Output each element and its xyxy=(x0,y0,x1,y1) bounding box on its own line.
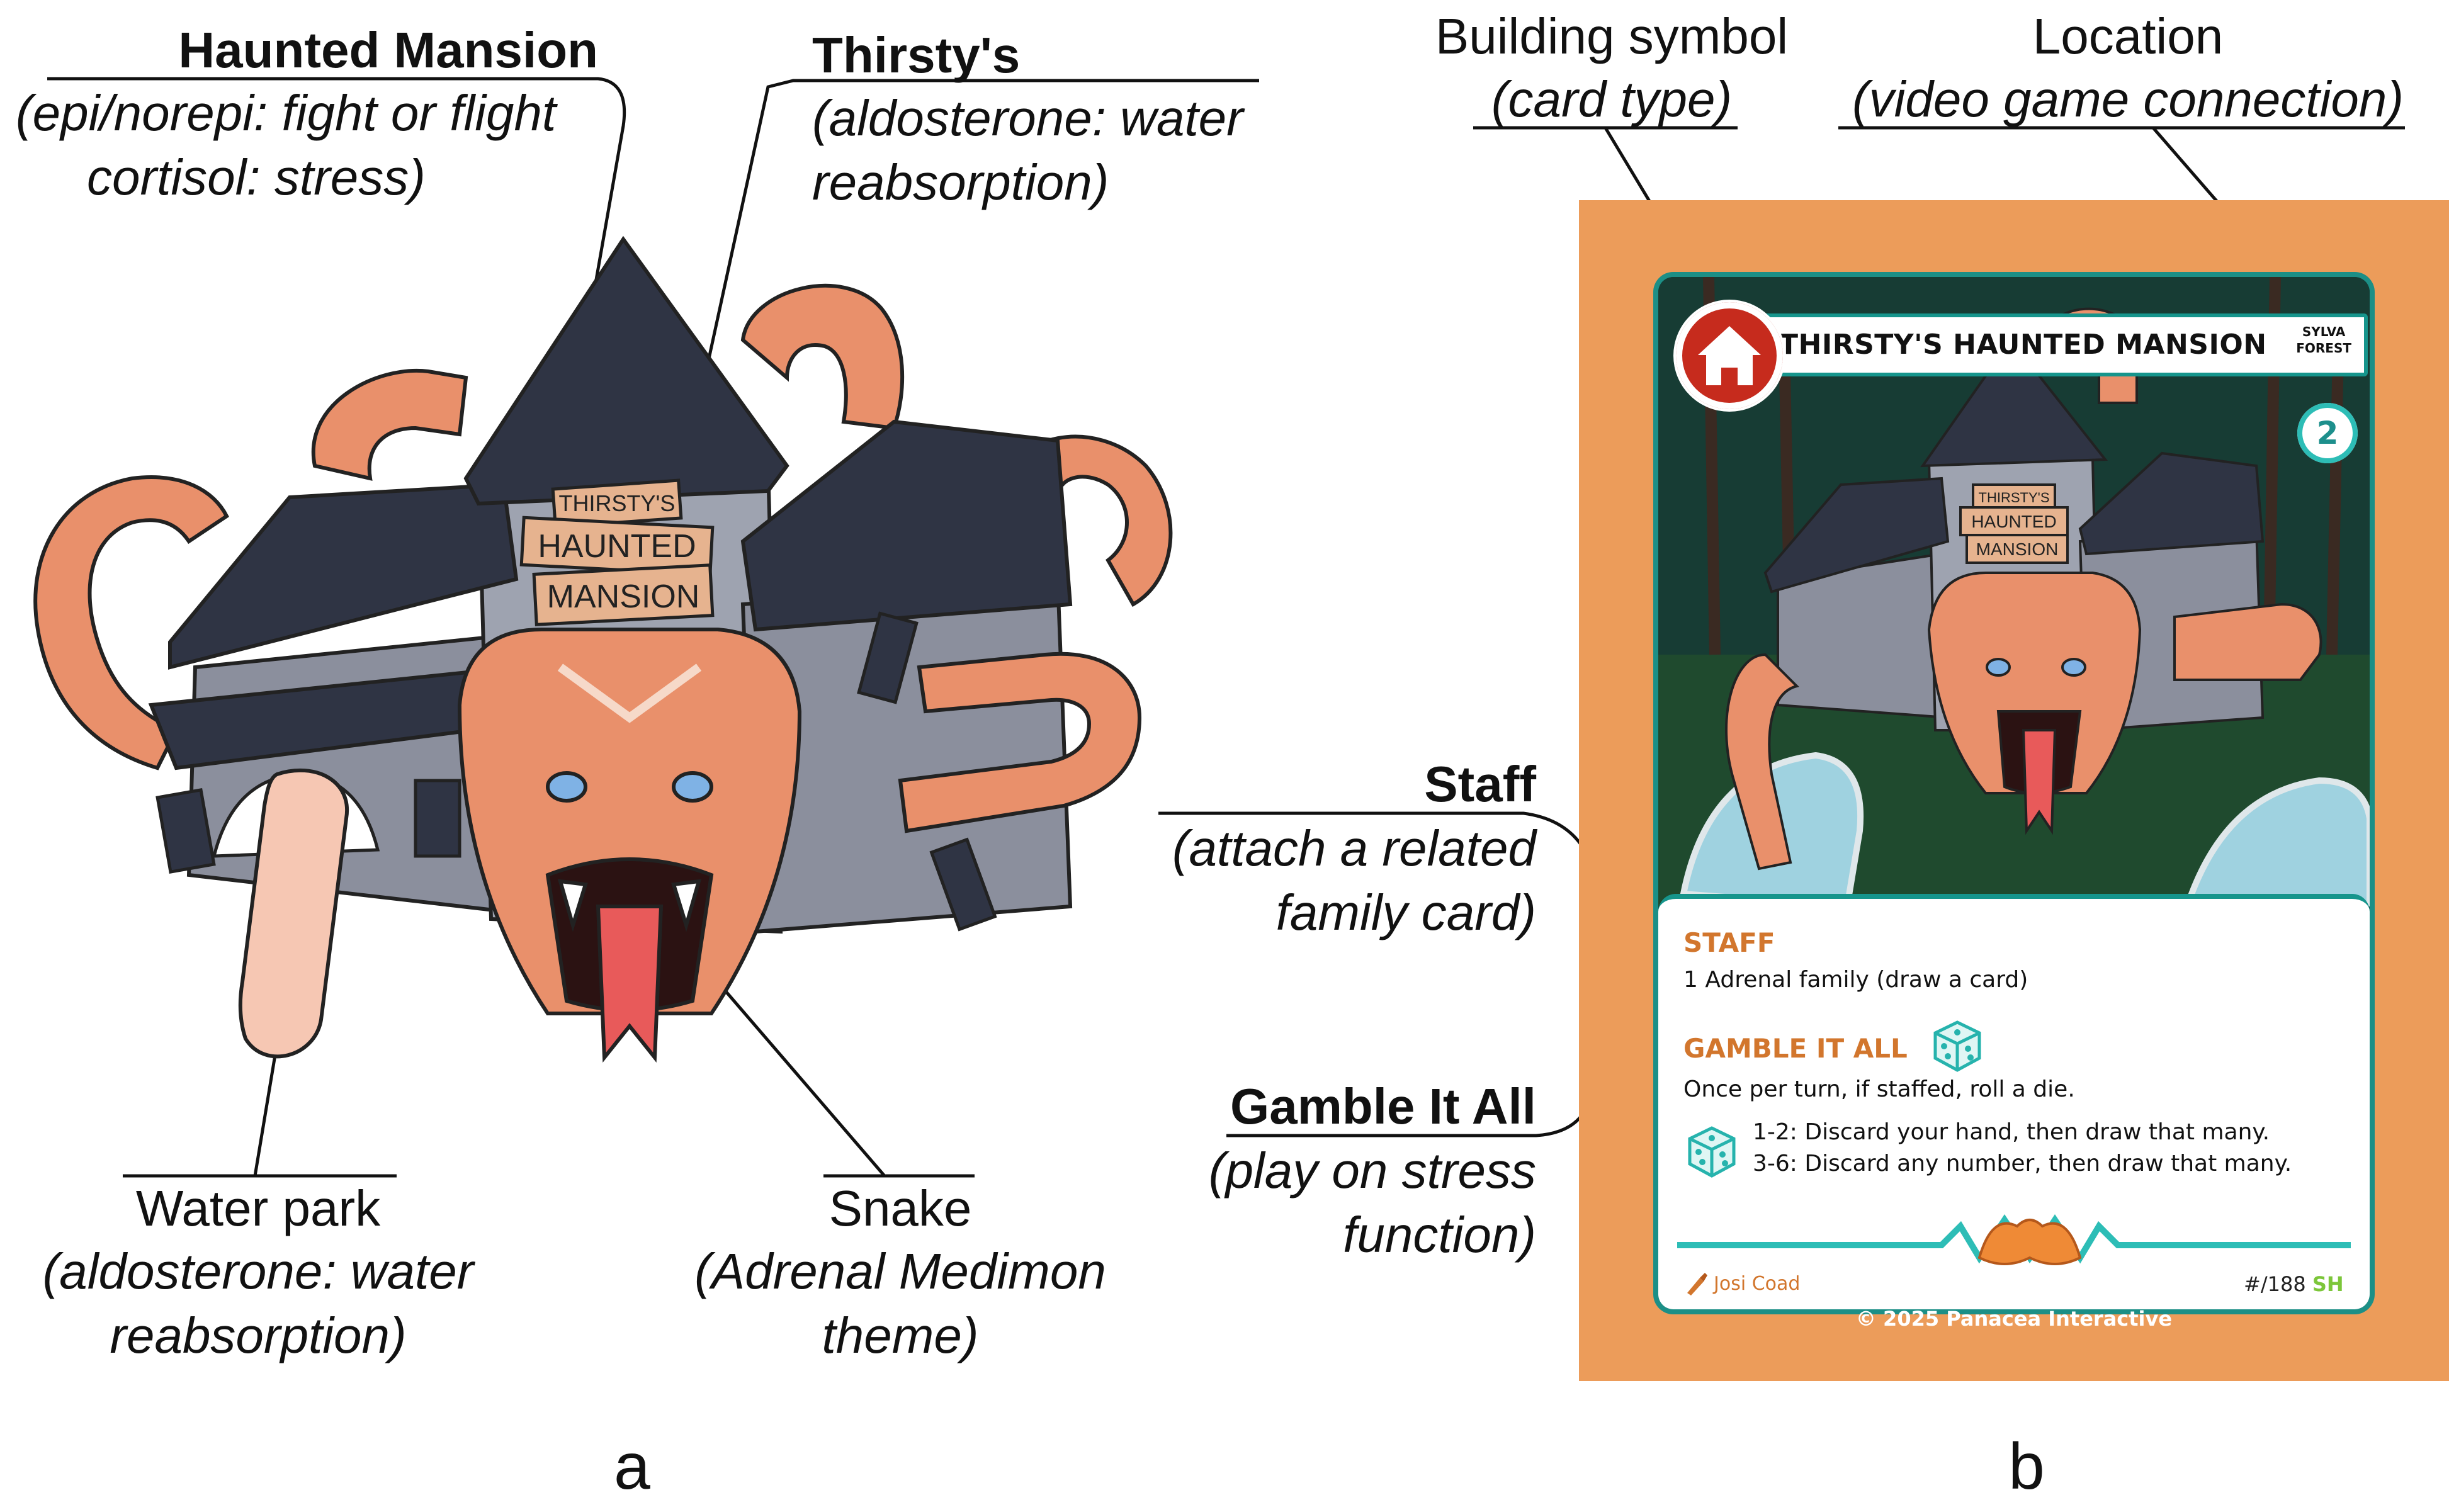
label-building-symbol-subtitle: (card type) xyxy=(1491,71,1733,127)
roll-result-2: 3-6: Discard any number, then draw that … xyxy=(1753,1151,2292,1176)
tube-front-right xyxy=(898,652,1142,833)
dice-icon xyxy=(1933,1020,1981,1072)
home-icon xyxy=(1698,326,1761,385)
panel-letter-a: a xyxy=(614,1430,650,1503)
label-thirstys-line1: (aldosterone: water xyxy=(812,90,1243,146)
label-haunted-mansion-title: Haunted Mansion xyxy=(178,22,598,78)
ability-gamble-title: GAMBLE IT ALL xyxy=(1683,1033,1908,1064)
ability-gamble-text: Once per turn, if staffed, roll a die. xyxy=(1683,1076,2075,1102)
label-staff-title: Staff xyxy=(1424,756,1536,812)
tube-far-left xyxy=(33,475,229,770)
roof-center xyxy=(463,235,789,506)
card-location-line2: FOREST xyxy=(2296,341,2351,356)
brush-icon xyxy=(1687,1273,1707,1295)
dice-icon xyxy=(1688,1126,1736,1178)
label-water-park-line1: (aldosterone: water xyxy=(42,1243,474,1299)
card-sign-line-1: THIRSTY'S xyxy=(1979,490,2050,505)
tube-top-right xyxy=(740,283,905,431)
panel-letter-b: b xyxy=(2008,1430,2045,1503)
tube-left-top xyxy=(311,368,468,481)
artist-credit: Josi Coad xyxy=(1714,1273,1801,1295)
roof-left xyxy=(168,482,519,670)
card-title: THIRSTY'S HAUNTED MANSION xyxy=(1779,329,2267,361)
label-gamble-title: Gamble It All xyxy=(1230,1078,1536,1134)
adrenal-gland-divider xyxy=(1677,1214,2351,1265)
label-building-symbol-title: Building symbol xyxy=(1435,8,1789,64)
haunted-mansion-illustration: THIRSTY'S HAUNTED MANSION xyxy=(33,235,1173,1063)
label-snake-title: Snake xyxy=(829,1180,972,1236)
roll-result-1: 1-2: Discard your hand, then draw that m… xyxy=(1753,1119,2270,1145)
label-staff-line2: family card) xyxy=(1275,884,1536,940)
label-haunted-mansion-line1: (epi/norepi: fight or flight xyxy=(16,85,557,141)
copyright-text: © 2025 Panacea Interactive xyxy=(1855,1307,2173,1331)
snake-head xyxy=(457,628,802,1063)
label-water-park-line2: reabsorption) xyxy=(110,1307,407,1363)
sign-line-2: HAUNTED xyxy=(538,528,696,565)
card-cost: 2 xyxy=(2316,415,2339,451)
cost-badge: 2 xyxy=(2297,403,2358,463)
ability-staff-text: 1 Adrenal family (draw a card) xyxy=(1683,967,2028,993)
card-sign-line-3: MANSION xyxy=(1976,539,2059,559)
label-staff-line1: (attach a related xyxy=(1172,820,1536,876)
card-number-text: #/188 xyxy=(2244,1272,2306,1296)
sign-line-1: THIRSTY'S xyxy=(559,490,676,516)
card-title-bar: THIRSTY'S HAUNTED MANSION SYLVA FOREST xyxy=(1753,313,2368,376)
sign-line-3: MANSION xyxy=(547,578,700,615)
set-code: SH xyxy=(2312,1272,2344,1296)
sign-boards xyxy=(519,478,715,626)
water-park-slide xyxy=(238,768,349,1059)
card-location: SYLVA FOREST xyxy=(2296,324,2351,356)
card-sign-line-2: HAUNTED xyxy=(1971,512,2056,531)
label-snake-line2: theme) xyxy=(822,1307,979,1363)
label-snake-line1: (Adrenal Medimon xyxy=(694,1243,1106,1299)
ability-staff-title: STAFF xyxy=(1683,927,1775,958)
label-thirstys-line2: reabsorption) xyxy=(812,154,1109,210)
game-card: THIRSTY'S HAUNTED MANSION THIRSTY'S HAUN… xyxy=(1658,277,2370,1309)
card-artwork: THIRSTY'S HAUNTED MANSION xyxy=(1658,277,2370,906)
building-type-badge xyxy=(1676,302,1783,409)
label-location-subtitle: (video game connection) xyxy=(1852,71,2404,127)
label-thirstys-title: Thirsty's xyxy=(812,27,1021,83)
label-water-park-title: Water park xyxy=(135,1180,381,1236)
roof-right xyxy=(740,419,1073,632)
label-gamble-line2: function) xyxy=(1343,1207,1536,1263)
label-haunted-mansion-line2: cortisol: stress) xyxy=(87,149,426,205)
label-location-title: Location xyxy=(2032,8,2224,64)
card-location-line1: SYLVA xyxy=(2302,324,2346,339)
card-number: #/188 SH xyxy=(2244,1272,2344,1297)
card-text-box: STAFF 1 Adrenal family (draw a card) GAM… xyxy=(1658,894,2370,1309)
label-gamble-line1: (play on stress xyxy=(1208,1142,1536,1199)
